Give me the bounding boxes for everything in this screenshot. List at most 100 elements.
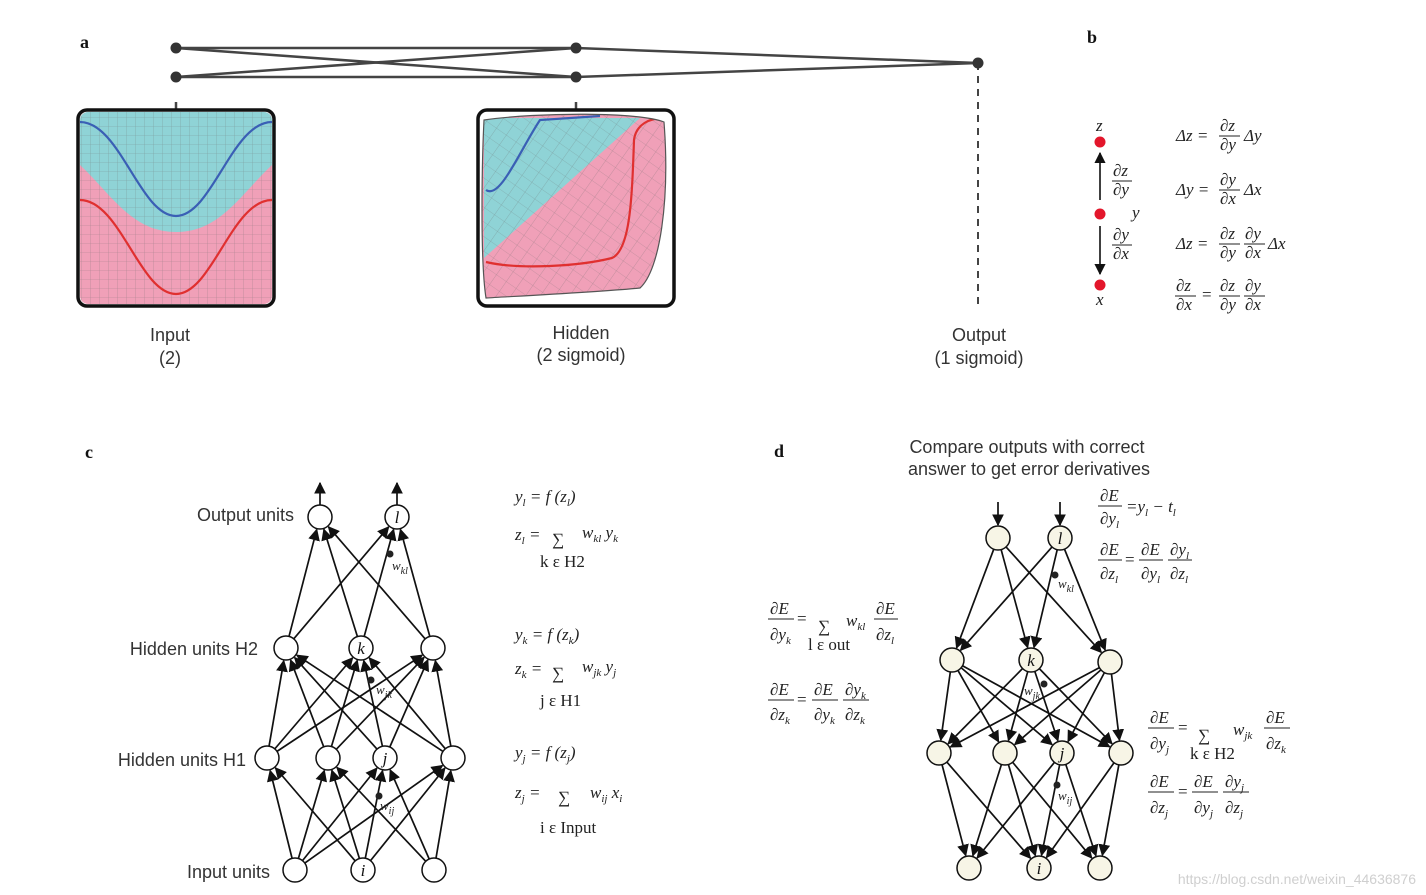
- panel-d-letter: d: [774, 441, 784, 461]
- eq4-frac2-den: ∂x: [1245, 295, 1261, 314]
- hidden-h2-unit: [1097, 649, 1123, 675]
- output-unit: [307, 504, 333, 530]
- panel-b-letter: b: [1087, 27, 1097, 47]
- svg-text:wjk: wjk: [1233, 720, 1253, 742]
- blue-curve: [80, 120, 272, 218]
- svg-text:∑: ∑: [552, 530, 564, 549]
- panel-d: d Compare outputs with correct answer to…: [768, 437, 1290, 881]
- panel-c-equations: yl = f (zl) zl = ∑ wkl yk k ε H2 yk = f …: [513, 487, 622, 837]
- hidden-h1-unit-label: j: [381, 749, 388, 768]
- forward-edge: [276, 654, 424, 753]
- hidden-h1-unit: [254, 745, 280, 771]
- svg-text:wij xi: wij xi: [590, 783, 622, 805]
- eq3-frac1-num: ∂z: [1220, 224, 1235, 243]
- dydx-den: ∂x: [1113, 244, 1129, 263]
- output-node: [972, 57, 984, 69]
- svg-text:∂yj: ∂yj: [1150, 734, 1169, 756]
- backward-edge: [959, 546, 1053, 652]
- hidden-h1-unit: [440, 745, 466, 771]
- forward-edge: [266, 769, 293, 859]
- eq3-frac1-den: ∂y: [1220, 243, 1236, 262]
- eq4-frac1-num: ∂z: [1220, 276, 1235, 295]
- weight-dot: [1053, 781, 1061, 789]
- backward-edge: [1033, 671, 1061, 742]
- svg-text:∂E: ∂E: [1194, 772, 1213, 791]
- svg-text:∂E: ∂E: [1150, 708, 1169, 727]
- input-unit: [1026, 855, 1052, 881]
- output-unit-label: l: [1058, 529, 1063, 548]
- weight-dot: [386, 550, 394, 558]
- svg-text:∑: ∑: [552, 664, 564, 683]
- backward-edge: [1045, 762, 1115, 859]
- svg-text:∂yj: ∂yj: [1194, 798, 1213, 820]
- svg-text:∂yl: ∂yl: [1100, 509, 1119, 531]
- hidden-h2-label: Hidden units H2: [130, 639, 258, 659]
- forward-edge: [330, 659, 360, 747]
- output-unit: [1047, 525, 1073, 551]
- forward-edge: [288, 528, 320, 637]
- input-space-plot: [76, 108, 276, 308]
- backward-edge: [970, 764, 1003, 857]
- svg-text:∑: ∑: [1198, 726, 1210, 745]
- weight-dot: [1040, 680, 1048, 688]
- red-curve: [80, 198, 272, 296]
- forward-edge: [329, 769, 361, 859]
- var-x: x: [1095, 290, 1104, 309]
- forward-edge: [295, 654, 444, 753]
- svg-text:∂E: ∂E: [1100, 486, 1119, 505]
- svg-text:zk =: zk =: [514, 659, 542, 681]
- eq4-equals: =: [1202, 285, 1212, 304]
- svg-text:∂zj: ∂zj: [1225, 798, 1243, 820]
- output-unit: [985, 525, 1011, 551]
- panel-a-letter: a: [80, 32, 89, 52]
- backward-edge: [1005, 546, 1103, 654]
- svg-text:∂yl: ∂yl: [1141, 564, 1160, 586]
- backward-edge: [1110, 673, 1125, 742]
- svg-text:∂E: ∂E: [814, 680, 833, 699]
- eq4-frac2-num: ∂y: [1245, 276, 1261, 295]
- output-unit-label: l: [395, 508, 400, 527]
- input-units-label: Input units: [187, 862, 270, 882]
- hidden-node: [570, 71, 582, 83]
- backward-edge: [1098, 764, 1120, 857]
- svg-text:yl = f (zl): yl = f (zl): [513, 487, 576, 509]
- svg-text:∑: ∑: [818, 617, 830, 636]
- hidden-h1-unit: [315, 745, 341, 771]
- forward-edge: [369, 767, 446, 862]
- weight-dot: [367, 676, 375, 684]
- backward-edge: [1038, 668, 1113, 745]
- eq2-frac-den: ∂x: [1220, 189, 1236, 208]
- hidden-space-plot: [476, 108, 676, 308]
- forward-edge: [268, 659, 288, 747]
- forward-edge: [301, 767, 378, 862]
- backward-edge: [936, 671, 952, 742]
- w-ij-label-d: wij: [1058, 788, 1072, 807]
- forward-edge: [397, 528, 431, 637]
- backward-edge: [954, 548, 995, 649]
- svg-text:=yl − tl: =yl − tl: [1126, 497, 1176, 519]
- backward-edge: [1007, 764, 1038, 857]
- output-label: Output: [952, 325, 1006, 345]
- sum-under-h1: j ε H1: [539, 691, 581, 710]
- backward-edge: [1063, 548, 1107, 652]
- hidden-h1-unit: [1108, 740, 1134, 766]
- forward-edge: [327, 525, 426, 640]
- forward-edge: [389, 768, 430, 860]
- eq4-lhs-den: ∂x: [1176, 295, 1192, 314]
- hidden-count: (2 sigmoid): [536, 345, 625, 365]
- sum-under-h2: k ε H2: [540, 552, 585, 571]
- panel-a-network: [174, 46, 979, 310]
- hidden-h2-unit: [1018, 647, 1044, 673]
- dzdy-num: ∂z: [1113, 161, 1128, 180]
- forward-edge: [321, 528, 359, 637]
- svg-text:∂E: ∂E: [1150, 772, 1169, 791]
- input-unit: [282, 857, 308, 883]
- hidden-h1-unit: [992, 740, 1018, 766]
- forward-edge: [293, 656, 378, 750]
- w-jk-label-d: wjk: [1024, 683, 1040, 702]
- svg-text:∂zl: ∂zl: [1170, 564, 1188, 586]
- input-node: [170, 71, 182, 83]
- svg-text:yk = f (zk): yk = f (zk): [513, 625, 580, 647]
